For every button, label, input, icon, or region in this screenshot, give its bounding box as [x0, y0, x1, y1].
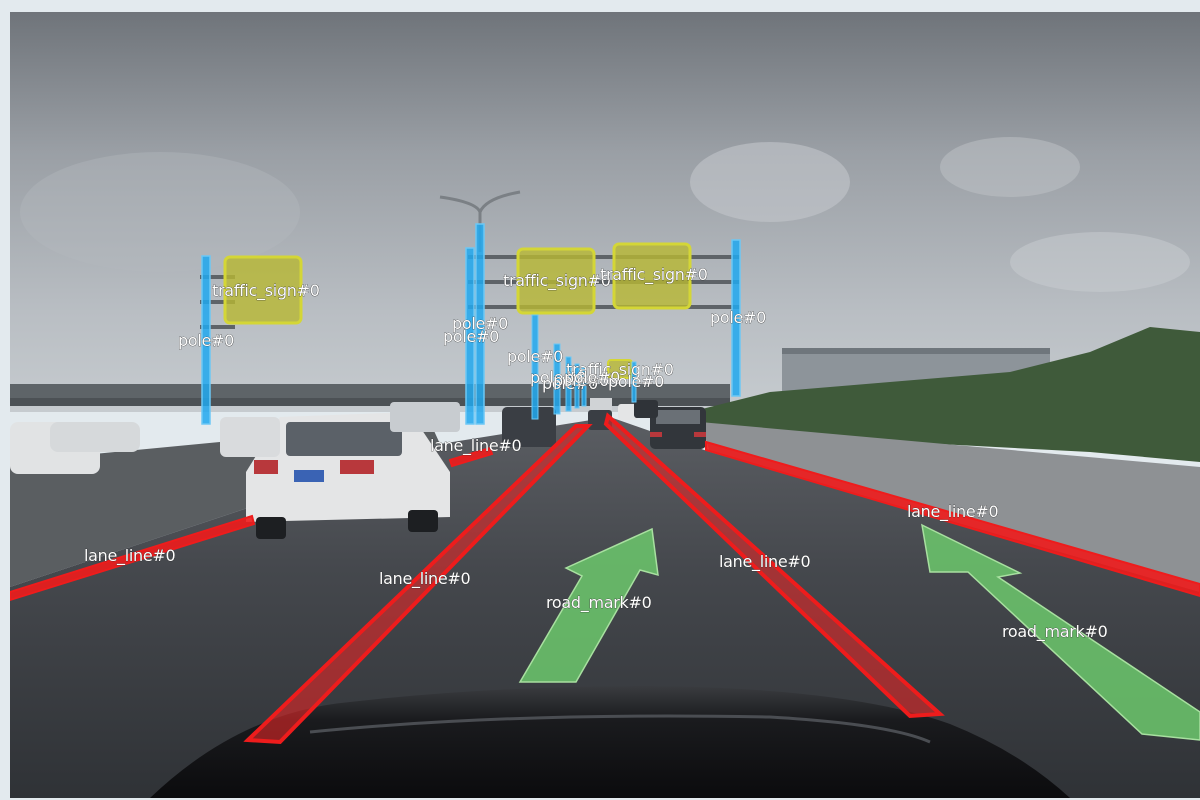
- lane-line-far-right[interactable]: [705, 440, 1200, 598]
- pole-gantry-left-a[interactable]: [465, 247, 475, 425]
- label-pole: pole#0: [608, 372, 664, 391]
- label-lane-line: lane_line#0: [719, 552, 811, 572]
- vehicle-white-sedan: [246, 412, 450, 539]
- cloud: [690, 142, 850, 222]
- label-lane-line: lane_line#0: [907, 502, 999, 522]
- vehicle-dark-sedan: [650, 407, 706, 449]
- label-pole: pole#0: [542, 374, 598, 393]
- pole-mid-4[interactable]: [574, 363, 580, 409]
- lane-line-short-left[interactable]: [448, 446, 494, 468]
- label-road-mark: road_mark#0: [1002, 622, 1108, 642]
- pole-left[interactable]: [201, 255, 211, 425]
- label-pole: pole#0: [530, 368, 586, 387]
- label-traffic-sign: traffic_sign#0: [503, 271, 611, 291]
- overpass-underside: [10, 398, 730, 406]
- traffic-sign-gantry-left[interactable]: [516, 247, 596, 315]
- pole-gantry-right[interactable]: [731, 239, 741, 397]
- label-traffic-sign: traffic_sign#0: [566, 360, 674, 380]
- tree-line: [650, 327, 1200, 462]
- traffic-sign-left[interactable]: [223, 255, 303, 325]
- label-lane-line: lane_line#0: [84, 546, 176, 566]
- label-pole: pole#0: [564, 368, 620, 387]
- label-road-mark: road_mark#0: [546, 593, 652, 613]
- camera-image: [10, 12, 1200, 798]
- cloud: [940, 137, 1080, 197]
- annotation-overlays: traffic_sign#0 traffic_sign#0 traffic_si…: [10, 223, 1200, 745]
- traffic-sign-gantry-right[interactable]: [612, 242, 692, 310]
- sign-gantry-arms: [200, 255, 740, 329]
- cloud: [1010, 232, 1190, 292]
- label-traffic-sign: traffic_sign#0: [212, 281, 320, 301]
- label-pole: pole#0: [710, 308, 766, 327]
- label-traffic-sign: traffic_sign#0: [600, 265, 708, 285]
- pole-mid-5[interactable]: [581, 367, 587, 407]
- annotated-road-scene: traffic_sign#0 traffic_sign#0 traffic_si…: [10, 12, 1200, 798]
- label-lane-line: lane_line#0: [430, 436, 522, 456]
- label-pole: pole#0: [553, 371, 609, 390]
- road-mark-arrow-center[interactable]: [518, 527, 659, 683]
- cloud: [20, 152, 300, 272]
- pole-distant[interactable]: [631, 361, 637, 403]
- lane-line-ego-right[interactable]: [603, 412, 945, 719]
- pole-gantry-left-b[interactable]: [475, 223, 485, 425]
- label-pole: pole#0: [507, 347, 563, 366]
- label-pole: pole#0: [452, 314, 508, 333]
- label-pole: pole#0: [178, 331, 234, 350]
- vehicle-distant-left: [10, 402, 556, 474]
- annotation-viewer[interactable]: traffic_sign#0 traffic_sign#0 traffic_si…: [10, 12, 1200, 798]
- pole-mid-2[interactable]: [553, 343, 561, 415]
- building-roof: [782, 348, 1050, 354]
- streetlight: [439, 190, 521, 252]
- label-lane-line: lane_line#0: [379, 569, 471, 589]
- label-pole: pole#0: [443, 327, 499, 346]
- lane-line-far-left[interactable]: [10, 514, 256, 602]
- hood-reflection: [309, 714, 931, 744]
- lane-line-ego-left[interactable]: [243, 424, 593, 745]
- pole-mid-3[interactable]: [565, 356, 572, 412]
- pole-mid-1[interactable]: [531, 314, 539, 420]
- ego-vehicle-hood: [150, 686, 1070, 798]
- overpass: [10, 384, 730, 398]
- road-mark-arrow-right[interactable]: [921, 523, 1200, 741]
